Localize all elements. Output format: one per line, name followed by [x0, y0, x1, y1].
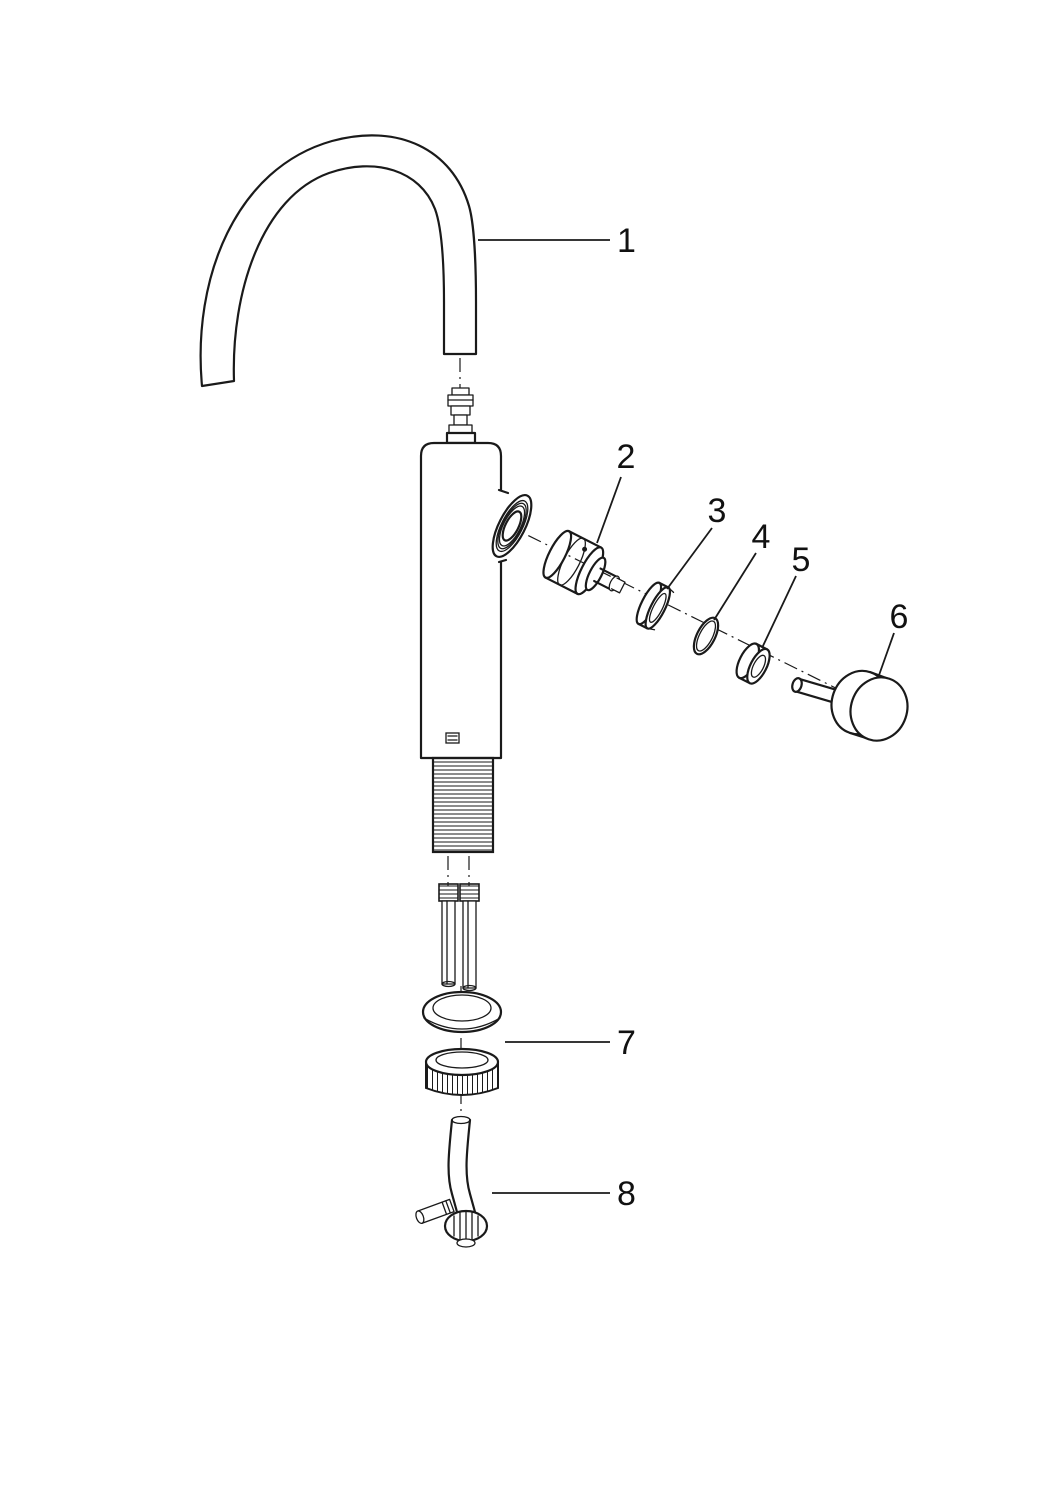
- leader-lines: [478, 239, 895, 1194]
- leader-line-6: [877, 632, 895, 679]
- spout: [199, 134, 478, 388]
- leader-line-4: [713, 552, 757, 621]
- callout-label-3: 3: [708, 492, 727, 530]
- cartridge-marker-dot: [582, 546, 588, 552]
- centerlines: [447, 358, 881, 1124]
- callout-label-8: 8: [617, 1175, 636, 1213]
- brand-mark-icon: [445, 732, 460, 744]
- callout-label-1: 1: [617, 222, 636, 260]
- callout-label-4: 4: [752, 518, 771, 556]
- base-ring: [421, 990, 503, 1034]
- faucet-body: [419, 431, 533, 760]
- callout-label-5: 5: [792, 541, 811, 579]
- hose-side-stub: [415, 1198, 455, 1225]
- o-ring: [692, 616, 720, 656]
- callout-label-6: 6: [890, 598, 909, 636]
- supply-pipes: [438, 883, 480, 992]
- threaded-shank: [431, 756, 495, 854]
- callout-labels: 1 2 3 4 5 6 7 8: [617, 222, 909, 1213]
- hose-nut: [443, 1209, 489, 1248]
- callout-label-7: 7: [617, 1024, 636, 1062]
- supply-hose: [415, 1115, 489, 1248]
- trim-ring: [735, 642, 771, 685]
- leader-line-2: [596, 476, 622, 544]
- callout-label-2: 2: [617, 438, 636, 476]
- leader-line-3: [666, 527, 713, 590]
- spout-connector: [447, 387, 474, 434]
- handle-lever-pin: [791, 677, 803, 693]
- leader-line-5: [761, 575, 797, 649]
- mounting-nut: [424, 1047, 500, 1096]
- cartridge-port: [491, 488, 533, 564]
- handle: [791, 669, 909, 742]
- cartridge: [542, 529, 626, 596]
- cartridge-retaining-nut: [635, 581, 675, 631]
- handle-face: [849, 676, 909, 742]
